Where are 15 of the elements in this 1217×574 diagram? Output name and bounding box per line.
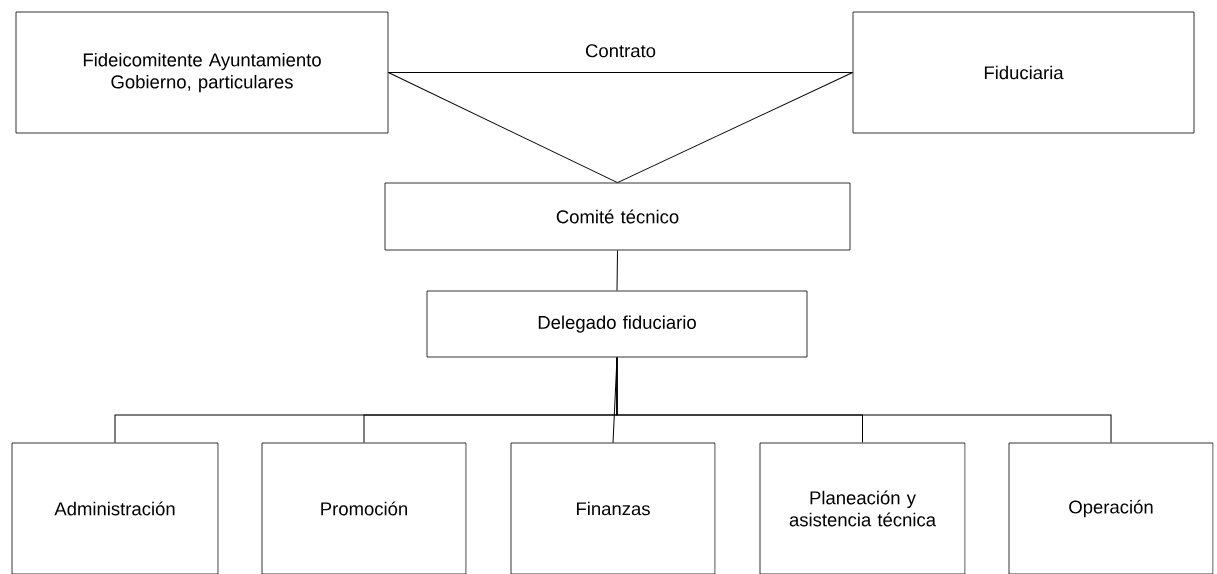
connector-line — [387, 72, 618, 184]
org-box: Administración — [11, 442, 219, 574]
org-box: Delegado fiduciario — [426, 290, 808, 358]
org-box: Promoción — [261, 442, 467, 574]
org-box: Comité técnico — [384, 182, 851, 251]
connector-line — [387, 72, 854, 73]
connector-line — [616, 356, 1112, 444]
connector-line — [617, 72, 854, 184]
org-box: Operación — [1008, 442, 1214, 574]
org-box: Planeación y asistencia técnica — [759, 442, 966, 574]
org-box: Finanzas — [510, 442, 716, 574]
edge-label: Contrato — [585, 44, 656, 58]
org-box: Fiduciaria — [852, 11, 1195, 134]
org-box: Fideicomitente Ayuntamiento Gobierno, particulares — [15, 11, 389, 134]
connector-line — [616, 249, 618, 292]
